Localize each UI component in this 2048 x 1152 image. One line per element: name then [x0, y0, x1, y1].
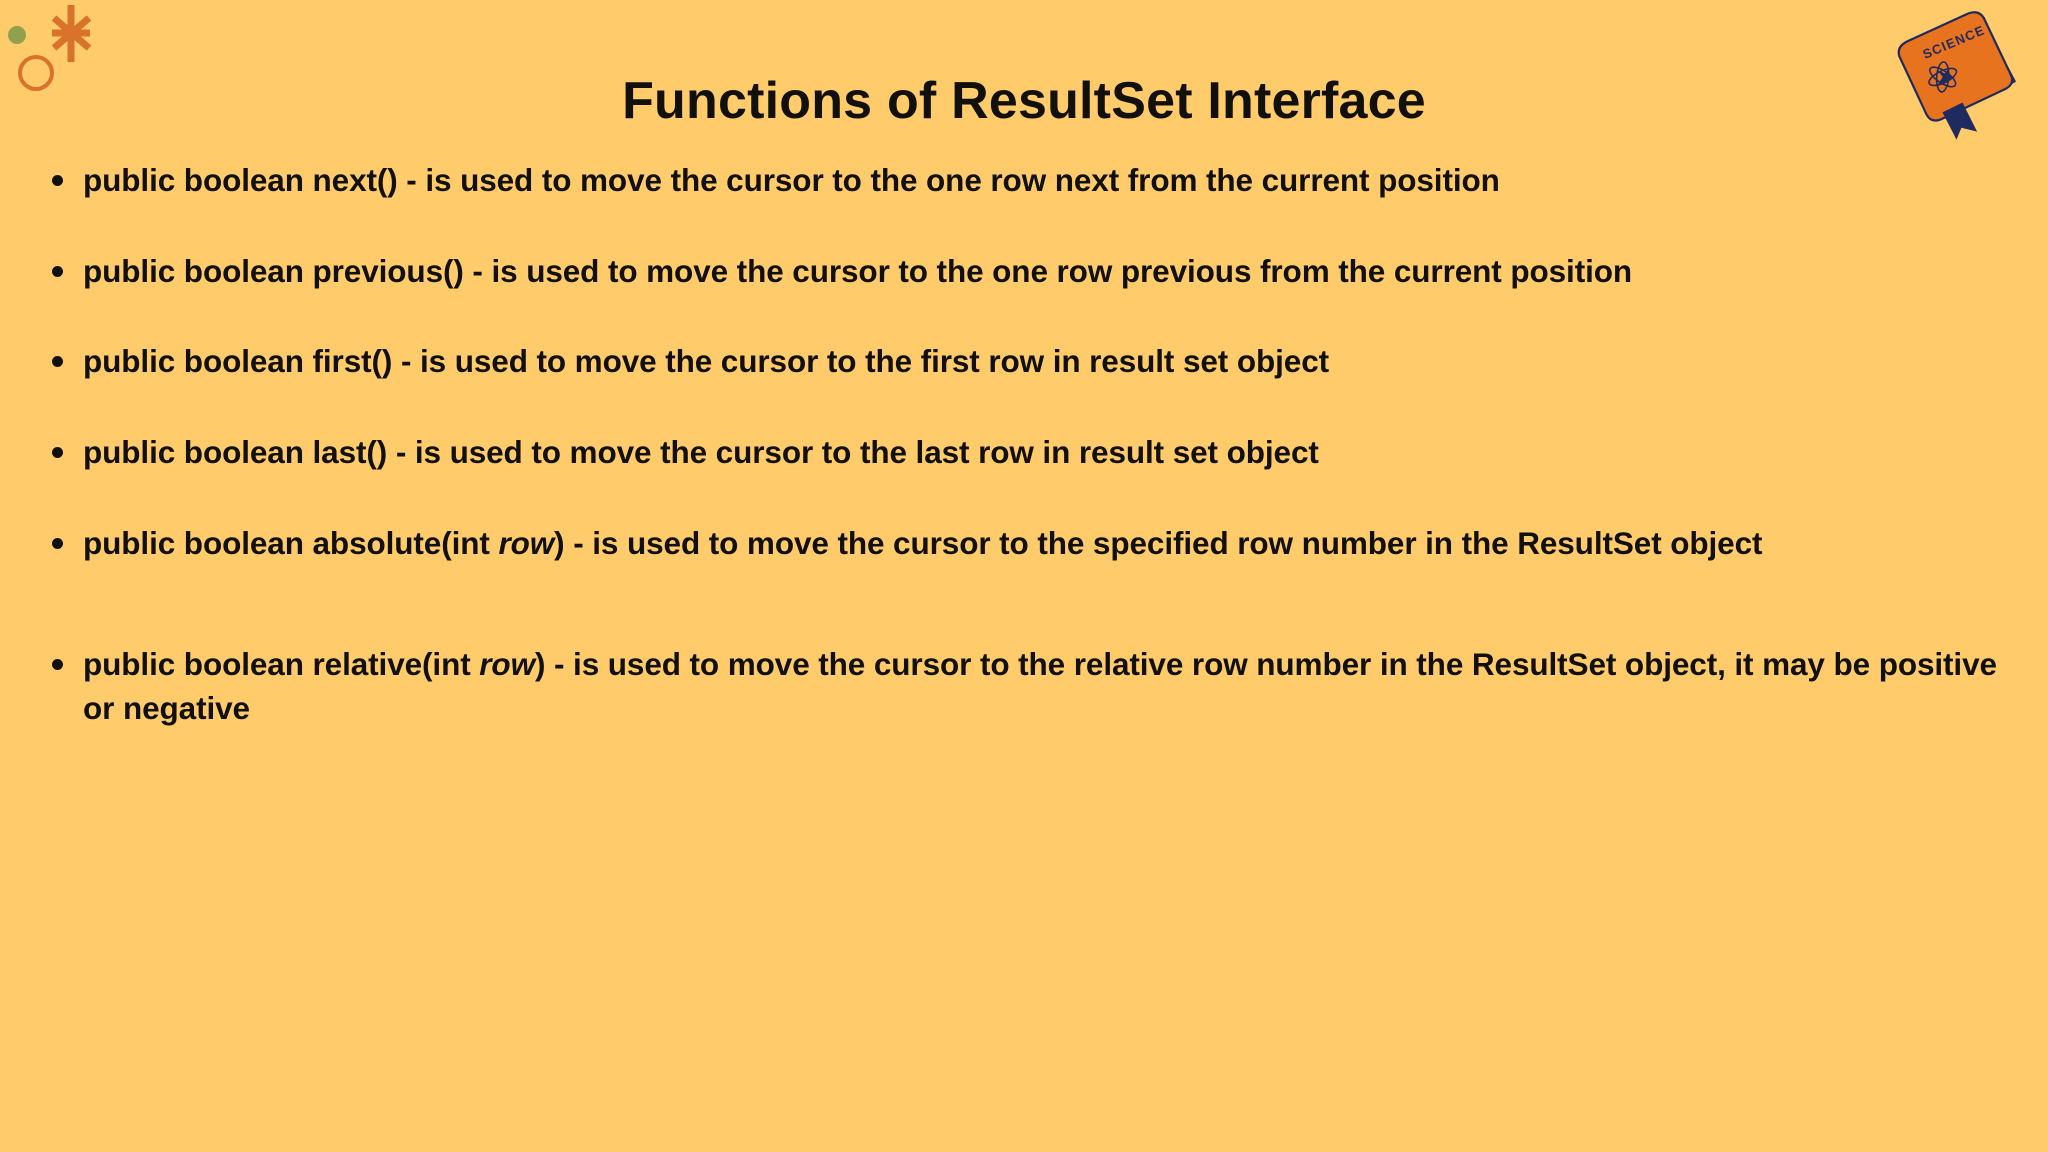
bullet-text-prefix: public boolean first() - is used to move… — [83, 343, 1330, 380]
list-item-absolute: public boolean absolute(int row) - is us… — [30, 521, 2020, 566]
bullet-text-prefix: public boolean relative(int — [83, 645, 480, 682]
bullet-text-prefix: public boolean absolute(int — [83, 524, 499, 561]
book-bookmark-top — [1968, 17, 1991, 47]
asterisk-icon — [51, 5, 92, 62]
list-item-last: public boolean last() - is used to move … — [30, 430, 2020, 475]
bullet-text-suffix: ) - is used to move the cursor to the sp… — [554, 524, 1763, 561]
list-item-relative: public boolean relative(int row) - is us… — [30, 642, 2020, 731]
functions-bullet-list: public boolean next() - is used to move … — [30, 158, 2020, 731]
bullet-text-emphasis: row — [498, 524, 555, 561]
bullet-text-prefix: public boolean next() - is used to move … — [83, 162, 1500, 198]
green-dot-icon — [8, 26, 26, 44]
bullet-text-prefix: public boolean previous() - is used to m… — [83, 252, 1633, 289]
page-title: Functions of ResultSet Interface — [622, 71, 1426, 130]
bullet-text-suffix: ) - is used to move the cursor to the re… — [83, 645, 1997, 727]
bullet-text-prefix: public boolean last() - is used to move … — [83, 434, 1319, 471]
list-item-previous: public boolean previous() - is used to m… — [30, 249, 2020, 294]
list-item-next: public boolean next() - is used to move … — [30, 158, 2020, 203]
bullet-text-emphasis: row — [479, 645, 535, 682]
list-item-first: public boolean first() - is used to move… — [30, 339, 2020, 384]
book-cover-label: SCIENCE — [1920, 22, 1987, 62]
